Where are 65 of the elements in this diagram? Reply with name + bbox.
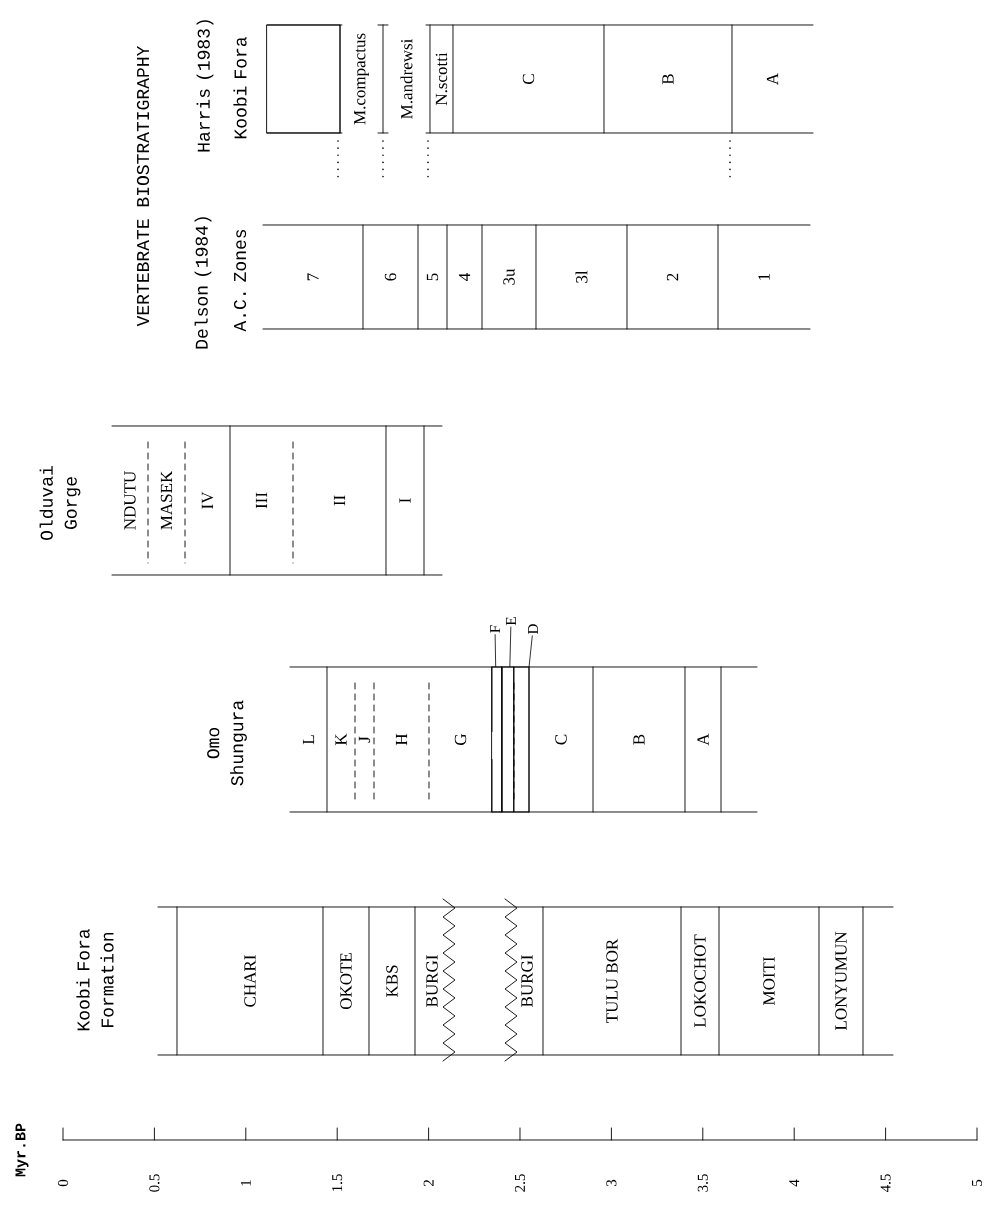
tick-label: 2.5 <box>514 1174 526 1192</box>
unit-name: K <box>335 733 347 746</box>
unit-name: MOITI <box>763 957 775 1006</box>
unit-name: LONYUMUN <box>835 931 847 1031</box>
unit-name: H <box>395 733 408 746</box>
tick-label: 0 <box>57 1179 69 1187</box>
tick-label: 5 <box>972 1179 982 1186</box>
strat-column: Omo Shungura L K J H G C B A <box>207 666 758 813</box>
unit-name: CHARI <box>244 955 256 1007</box>
unit-name: A <box>697 733 709 746</box>
unit-name: LOKOCHOT <box>694 934 706 1028</box>
tick-label: 0.5 <box>149 1174 160 1192</box>
unit-name: A <box>766 73 779 85</box>
unit-name: II <box>333 495 346 506</box>
unit-name: 7 <box>307 273 319 281</box>
tick-label: 2 <box>423 1180 434 1187</box>
strat-column: Olduvai Gorge NDUTU MASEK IV III II I <box>39 425 443 576</box>
strat-column: Harris (1983) Koobi Fora M.compactus M.andrewsi N.scotti C B A <box>196 20 814 182</box>
unit-name: L <box>302 735 315 745</box>
unit-name: B <box>662 74 674 85</box>
leader-line <box>528 635 533 667</box>
interval-box <box>513 666 530 813</box>
unit-name: M.andrewsi <box>400 38 413 119</box>
interval-box <box>501 666 515 813</box>
unit-name: B <box>633 734 645 745</box>
unit-name: 4 <box>458 273 471 281</box>
axis-label: Myr.BP <box>15 1123 29 1177</box>
strat-column: Koobi Fora Formation CHARI OKOTE KBS BURGI BURGI TULU BOR LOKOCHOT MOITI LONYUMUN <box>76 898 894 1062</box>
unit-name: KBS <box>386 965 398 998</box>
unit-name: M.compactus <box>354 33 369 125</box>
unit-name: BURGI <box>426 955 438 1007</box>
tick-label: 1 <box>240 1180 251 1186</box>
unit-name: J <box>358 736 371 743</box>
interval-box <box>266 24 341 134</box>
tick-label: 3.5 <box>697 1174 708 1192</box>
unit-letter: E <box>506 617 516 626</box>
strat-column: Delson (1984) A.C. Zones 7 6 5 4 3u 3l 2 1 <box>194 217 811 349</box>
tick-label: 1.5 <box>332 1174 343 1192</box>
unit-name: 5 <box>426 273 439 281</box>
unit-name: C <box>555 734 567 745</box>
tick-label: 4 <box>789 1179 800 1187</box>
unit-name: BURGI <box>521 955 533 1007</box>
unit-name: 3l <box>575 270 588 283</box>
unit-name: OKOTE <box>340 953 352 1010</box>
leader-line <box>494 634 497 667</box>
unit-letter: D <box>528 624 538 634</box>
unit-name: 6 <box>384 273 397 281</box>
unit-name: 2 <box>666 273 679 281</box>
unit-name: C <box>522 74 535 84</box>
unit-name: IV <box>201 491 214 509</box>
unit-name: N.scotti <box>435 52 448 106</box>
unit-name: III <box>255 492 268 509</box>
tick-label: 4.5 <box>880 1174 891 1193</box>
title: VERTEBRATE BIOSTRATIGRAPHY <box>136 45 150 327</box>
unit-name: NDUTU <box>124 471 136 530</box>
unit-name: G <box>454 733 467 745</box>
unit-name: 3u <box>503 268 515 285</box>
unit-name: 1 <box>758 273 770 280</box>
interval-box <box>491 666 503 813</box>
leader-line <box>509 626 512 667</box>
unit-name: I <box>399 498 411 503</box>
unit-name: TULU BOR <box>606 938 618 1023</box>
unit-letter: F <box>490 625 500 633</box>
unit-name: MASEK <box>160 470 173 530</box>
tick-label: 3 <box>606 1179 617 1186</box>
